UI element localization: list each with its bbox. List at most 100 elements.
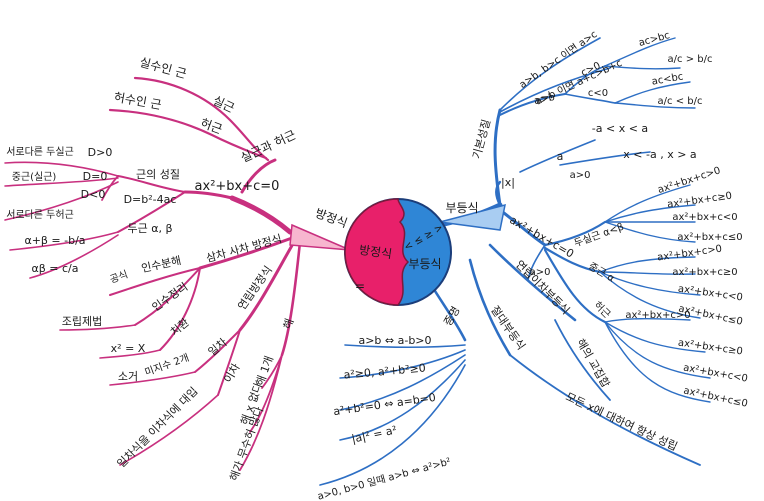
branch-c-neg bbox=[564, 93, 616, 104]
label-imag-root: 허근 bbox=[199, 116, 225, 137]
label-linear-to-quad: 일차식을 이차식에 대입 bbox=[114, 384, 200, 470]
branch-a-c-lt bbox=[614, 102, 696, 109]
label-solutions: 해 bbox=[280, 316, 297, 330]
branch-prop1 bbox=[499, 37, 601, 111]
branch-abs-inner bbox=[519, 139, 596, 173]
label-elimination: 소거 bbox=[118, 370, 138, 383]
ineq1-item-2: ax²+bx+c<0 bbox=[672, 212, 737, 223]
center-left-text: 방정식 bbox=[358, 243, 393, 261]
branch-d1-b bbox=[604, 204, 696, 223]
label-d-pos: D>0 bbox=[88, 146, 113, 159]
branch-d-pos bbox=[4, 161, 119, 177]
label-proof2: a²≥0, a²+b²≥0 bbox=[343, 361, 426, 381]
ineq3-item-1: ax²+bx+c≥0 bbox=[677, 338, 743, 358]
label-discriminant: D=b²-4ac bbox=[124, 193, 177, 206]
branch-substitution bbox=[159, 267, 201, 351]
branch-d-neg bbox=[4, 181, 119, 221]
branch-elimination bbox=[109, 371, 196, 386]
branch-two-roots bbox=[117, 191, 186, 233]
label-proof1: a>b ⇔ a-b>0 bbox=[358, 334, 431, 347]
label-left-root: 방정식 bbox=[313, 206, 349, 230]
center-pink-half bbox=[344, 198, 410, 306]
branch-double bbox=[543, 246, 602, 274]
branch-proof2 bbox=[339, 349, 466, 379]
branch-prop-ab bbox=[499, 93, 566, 116]
label-abs-outside: x < -a , x > a bbox=[623, 148, 696, 161]
label-prop-ab: a>b bbox=[533, 92, 556, 107]
branch-d3-c bbox=[604, 321, 711, 379]
branch-linear bbox=[194, 329, 241, 373]
branch-factorization bbox=[109, 267, 201, 296]
branch-simultaneous bbox=[238, 240, 296, 332]
ineq3-item-3: ax²+bx+c≤0 bbox=[682, 385, 748, 409]
pink-branches bbox=[4, 76, 302, 471]
label-factor-theorem: 인수정리 bbox=[150, 280, 191, 314]
label-always-true: 모든 x에 대하여 항상 성립 bbox=[564, 389, 680, 453]
branch-root-nature bbox=[117, 175, 186, 193]
label-real-root: 실근 bbox=[211, 93, 237, 115]
label-abs-inside: -a < x < a bbox=[592, 122, 648, 135]
branch-product bbox=[29, 234, 119, 279]
branch-d2-d bbox=[599, 271, 701, 319]
label-sum: α+β = -b/a bbox=[24, 234, 85, 247]
label-basic-props: 기본성질 bbox=[470, 118, 493, 160]
center-right-text: 부등식 bbox=[408, 257, 441, 271]
branch-infinite bbox=[239, 354, 283, 471]
ineq3-item-0: ax²+bx+c>0 bbox=[625, 310, 690, 321]
label-factorization: 인수분해 bbox=[140, 253, 183, 275]
blue-stem-shape bbox=[439, 203, 506, 231]
branch-d2-a bbox=[599, 256, 696, 273]
branch-real-root bbox=[133, 76, 270, 162]
branch-solutions bbox=[280, 240, 302, 357]
branch-to-real-imag bbox=[240, 158, 277, 194]
branch-a-c-gt bbox=[604, 65, 681, 70]
label-proof5: a>0, b>0 일때 a>b ⇔ a²>b² bbox=[316, 456, 452, 501]
branch-imag-root bbox=[108, 108, 268, 160]
branch-d2-b bbox=[599, 271, 696, 275]
branch-imag bbox=[543, 248, 607, 324]
label-product: αβ = c/a bbox=[32, 262, 79, 275]
branch-proof4 bbox=[339, 359, 466, 441]
label-quadratic: 이차 bbox=[221, 361, 242, 385]
branch-quadratic bbox=[217, 329, 241, 396]
branch-d3-b bbox=[604, 321, 706, 353]
label-cubic-quartic: 삼차 사차 방정식 bbox=[205, 232, 284, 265]
branch-abs-outer bbox=[559, 151, 651, 166]
pink-stem-shape bbox=[289, 223, 351, 251]
ineq2-item-2: ax²+bx+c<0 bbox=[677, 284, 743, 304]
branch-d3-d bbox=[604, 321, 711, 403]
label-a-c-lt: a/c < b/c bbox=[658, 96, 703, 107]
ineq2-item-1: ax²+bx+c≥0 bbox=[672, 267, 737, 278]
branch-d-zero bbox=[4, 177, 119, 187]
branch-c-pos bbox=[564, 65, 606, 95]
branch-proof1 bbox=[344, 344, 466, 349]
label-imag-root-desc: 허수인 근 bbox=[113, 90, 163, 112]
label-quadratic-eq: ax²+bx+c=0 bbox=[195, 179, 280, 194]
branch-main-left bbox=[229, 195, 293, 235]
branch-sum bbox=[9, 231, 119, 251]
branch-always bbox=[509, 354, 701, 466]
branch-d1-d bbox=[604, 221, 696, 243]
label-a-c-gt: a/c > b/c bbox=[668, 54, 713, 65]
branch-d3-a bbox=[604, 317, 691, 323]
branch-factor-thm bbox=[134, 267, 201, 326]
label-d-neg: D<0 bbox=[81, 188, 106, 201]
ineq1-item-3: ax²+bx+c≤0 bbox=[677, 232, 742, 243]
label-d-zero-desc: 중근(실근) bbox=[12, 171, 57, 183]
label-root-nature: 근의 성질 bbox=[136, 168, 180, 181]
label-ac-lt-bc: ac<bc bbox=[651, 71, 684, 87]
label-d-neg-desc: 서로다른 두허근 bbox=[6, 209, 74, 221]
label-c-neg: c<0 bbox=[588, 88, 608, 99]
label-right-root: 부등식 bbox=[445, 201, 478, 215]
label-synthetic: 조립제법 bbox=[62, 315, 102, 328]
label-formula: 공식 bbox=[108, 268, 129, 286]
label-quad-ineq: ax²+bx+c=0 bbox=[507, 213, 576, 260]
ineq1-item-0: ax²+bx+c>0 bbox=[656, 165, 722, 196]
label-x-sq: x² = X bbox=[111, 342, 146, 355]
ineq1-item-1: ax²+bx+c≥0 bbox=[667, 191, 733, 211]
branch-distinct bbox=[543, 220, 607, 247]
branch-to-quadratic bbox=[183, 190, 234, 200]
label-two-roots: 두근 α, β bbox=[127, 222, 172, 235]
label-proof4: |a|² = a² bbox=[350, 423, 398, 445]
